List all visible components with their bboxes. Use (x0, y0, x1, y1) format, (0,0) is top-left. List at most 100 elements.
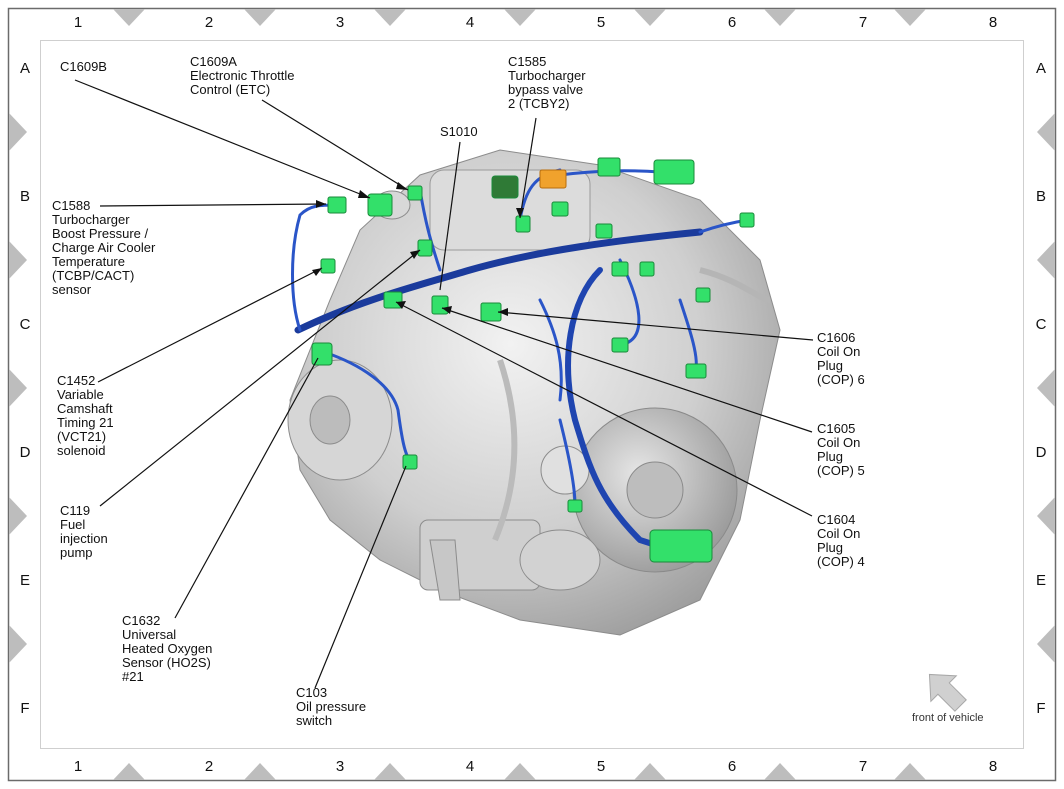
callout-line: Control (ETC) (190, 82, 270, 97)
connector-c1588 (327, 196, 347, 214)
grid-row-right: D (1036, 444, 1047, 461)
callout-line: Variable (57, 387, 104, 402)
zone-marker (9, 625, 27, 663)
callout-line: C119 (60, 503, 90, 518)
coolant-pipe (699, 267, 771, 303)
zone-marker (504, 763, 536, 780)
grid-col-top: 8 (989, 14, 997, 31)
zone-marker (894, 9, 926, 26)
harness-main (294, 228, 704, 334)
callout-line: (COP) 5 (817, 463, 865, 478)
callout-line: Coil On (817, 526, 860, 541)
zone-marker (9, 369, 27, 407)
callout-line: Plug (817, 358, 843, 373)
grid-col-bottom: 3 (336, 758, 344, 775)
connector-c1604-main (649, 529, 713, 563)
callout-line: C1609A (190, 54, 237, 69)
callout-line: Electronic Throttle (190, 68, 295, 83)
callout-s1010: S1010 (440, 124, 478, 139)
callout-line: Camshaft (57, 401, 113, 416)
connector-c119 (417, 239, 433, 257)
zone-marker (1037, 241, 1055, 279)
exhaust-pipe (429, 539, 461, 601)
fuel-lines (492, 359, 518, 542)
zone-marker (894, 763, 926, 780)
callout-line: Oil pressure (296, 699, 366, 714)
arrow-down-left-icon (928, 673, 967, 712)
grid-row-left: B (20, 188, 30, 205)
callout-line: sensor (52, 282, 92, 297)
callout-line: Boost Pressure / (52, 226, 148, 241)
arrowhead (442, 306, 452, 314)
callout-line: Timing 21 (57, 415, 114, 430)
arrowhead (498, 308, 508, 316)
callout-line: C1632 (122, 613, 160, 628)
callout-line: Heated Oxygen (122, 641, 212, 656)
callout-c1604: C1604 Coil On Plug (COP) 4 (817, 512, 865, 569)
callout-line: C1609B (60, 59, 107, 74)
zone-marker (374, 763, 406, 780)
zone-marker (244, 763, 276, 780)
callout-line: Plug (817, 540, 843, 555)
connectors (311, 157, 755, 563)
callout-line: S1010 (440, 124, 478, 139)
connector-c1632 (311, 342, 333, 366)
zone-marker (113, 9, 145, 26)
harness-branch (316, 348, 412, 462)
callout-line: Temperature (52, 254, 125, 269)
arrowhead (410, 250, 420, 259)
connector (685, 363, 707, 379)
leader-s1010 (439, 141, 461, 291)
leader-c1452 (97, 267, 323, 383)
grid-row-left: E (20, 572, 30, 589)
zone-marker (1037, 497, 1055, 535)
callout-line: injection (60, 531, 108, 546)
connector (639, 261, 655, 277)
grid-row-right: A (1036, 60, 1046, 77)
callout-line: (COP) 4 (817, 554, 865, 569)
connector (567, 499, 583, 513)
callout-c1609a: C1609A Electronic Throttle Control (ETC) (190, 54, 298, 97)
leader-c1632 (174, 357, 319, 619)
inner-border (40, 40, 1024, 749)
grid-row-left: C (20, 316, 31, 333)
zone-marker (9, 497, 27, 535)
callout-labels: C1609B C1609A Electronic Throttle Contro… (52, 54, 865, 728)
grid-col-top: 7 (859, 14, 867, 31)
callout-line: Sensor (HO2S) (122, 655, 211, 670)
connector-c1605 (383, 291, 403, 309)
grid-col-top: 6 (728, 14, 736, 31)
callout-line: C1605 (817, 421, 855, 436)
callout-c1632: C1632 Universal Heated Oxygen Sensor (HO… (122, 613, 216, 684)
zone-marker (504, 9, 536, 26)
connector (653, 159, 695, 185)
oil-filter (540, 445, 590, 495)
zone-marker (244, 9, 276, 26)
callout-c1606: C1606 Coil On Plug (COP) 6 (817, 330, 865, 387)
callout-line: C1585 (508, 54, 546, 69)
engine-illustration (287, 149, 781, 636)
zone-marker (1037, 113, 1055, 151)
zone-marker (1037, 369, 1055, 407)
connector-c103 (402, 454, 418, 470)
connector (695, 287, 711, 303)
leader-lines (74, 79, 814, 689)
flywheel-hub (626, 461, 684, 519)
connector (539, 169, 567, 189)
connector-c1585 (515, 215, 531, 233)
callout-c1452: C1452 Variable Camshaft Timing 21 (VCT21… (57, 373, 117, 458)
callout-line: Plug (817, 449, 843, 464)
connector-c1452 (320, 258, 336, 274)
grid-row-right: C (1036, 316, 1047, 333)
grid-col-top: 5 (597, 14, 605, 31)
callout-line: C1452 (57, 373, 95, 388)
callout-c1588: C1588 Turbocharger Boost Pressure / Char… (52, 198, 159, 297)
callout-line: pump (60, 545, 93, 560)
frame-border (7, 7, 1057, 782)
callout-c1609b: C1609B (60, 59, 107, 74)
connector (739, 212, 755, 228)
grid-row-left: D (20, 444, 31, 461)
zone-marker (1037, 625, 1055, 663)
grid-row-left: A (20, 60, 30, 77)
